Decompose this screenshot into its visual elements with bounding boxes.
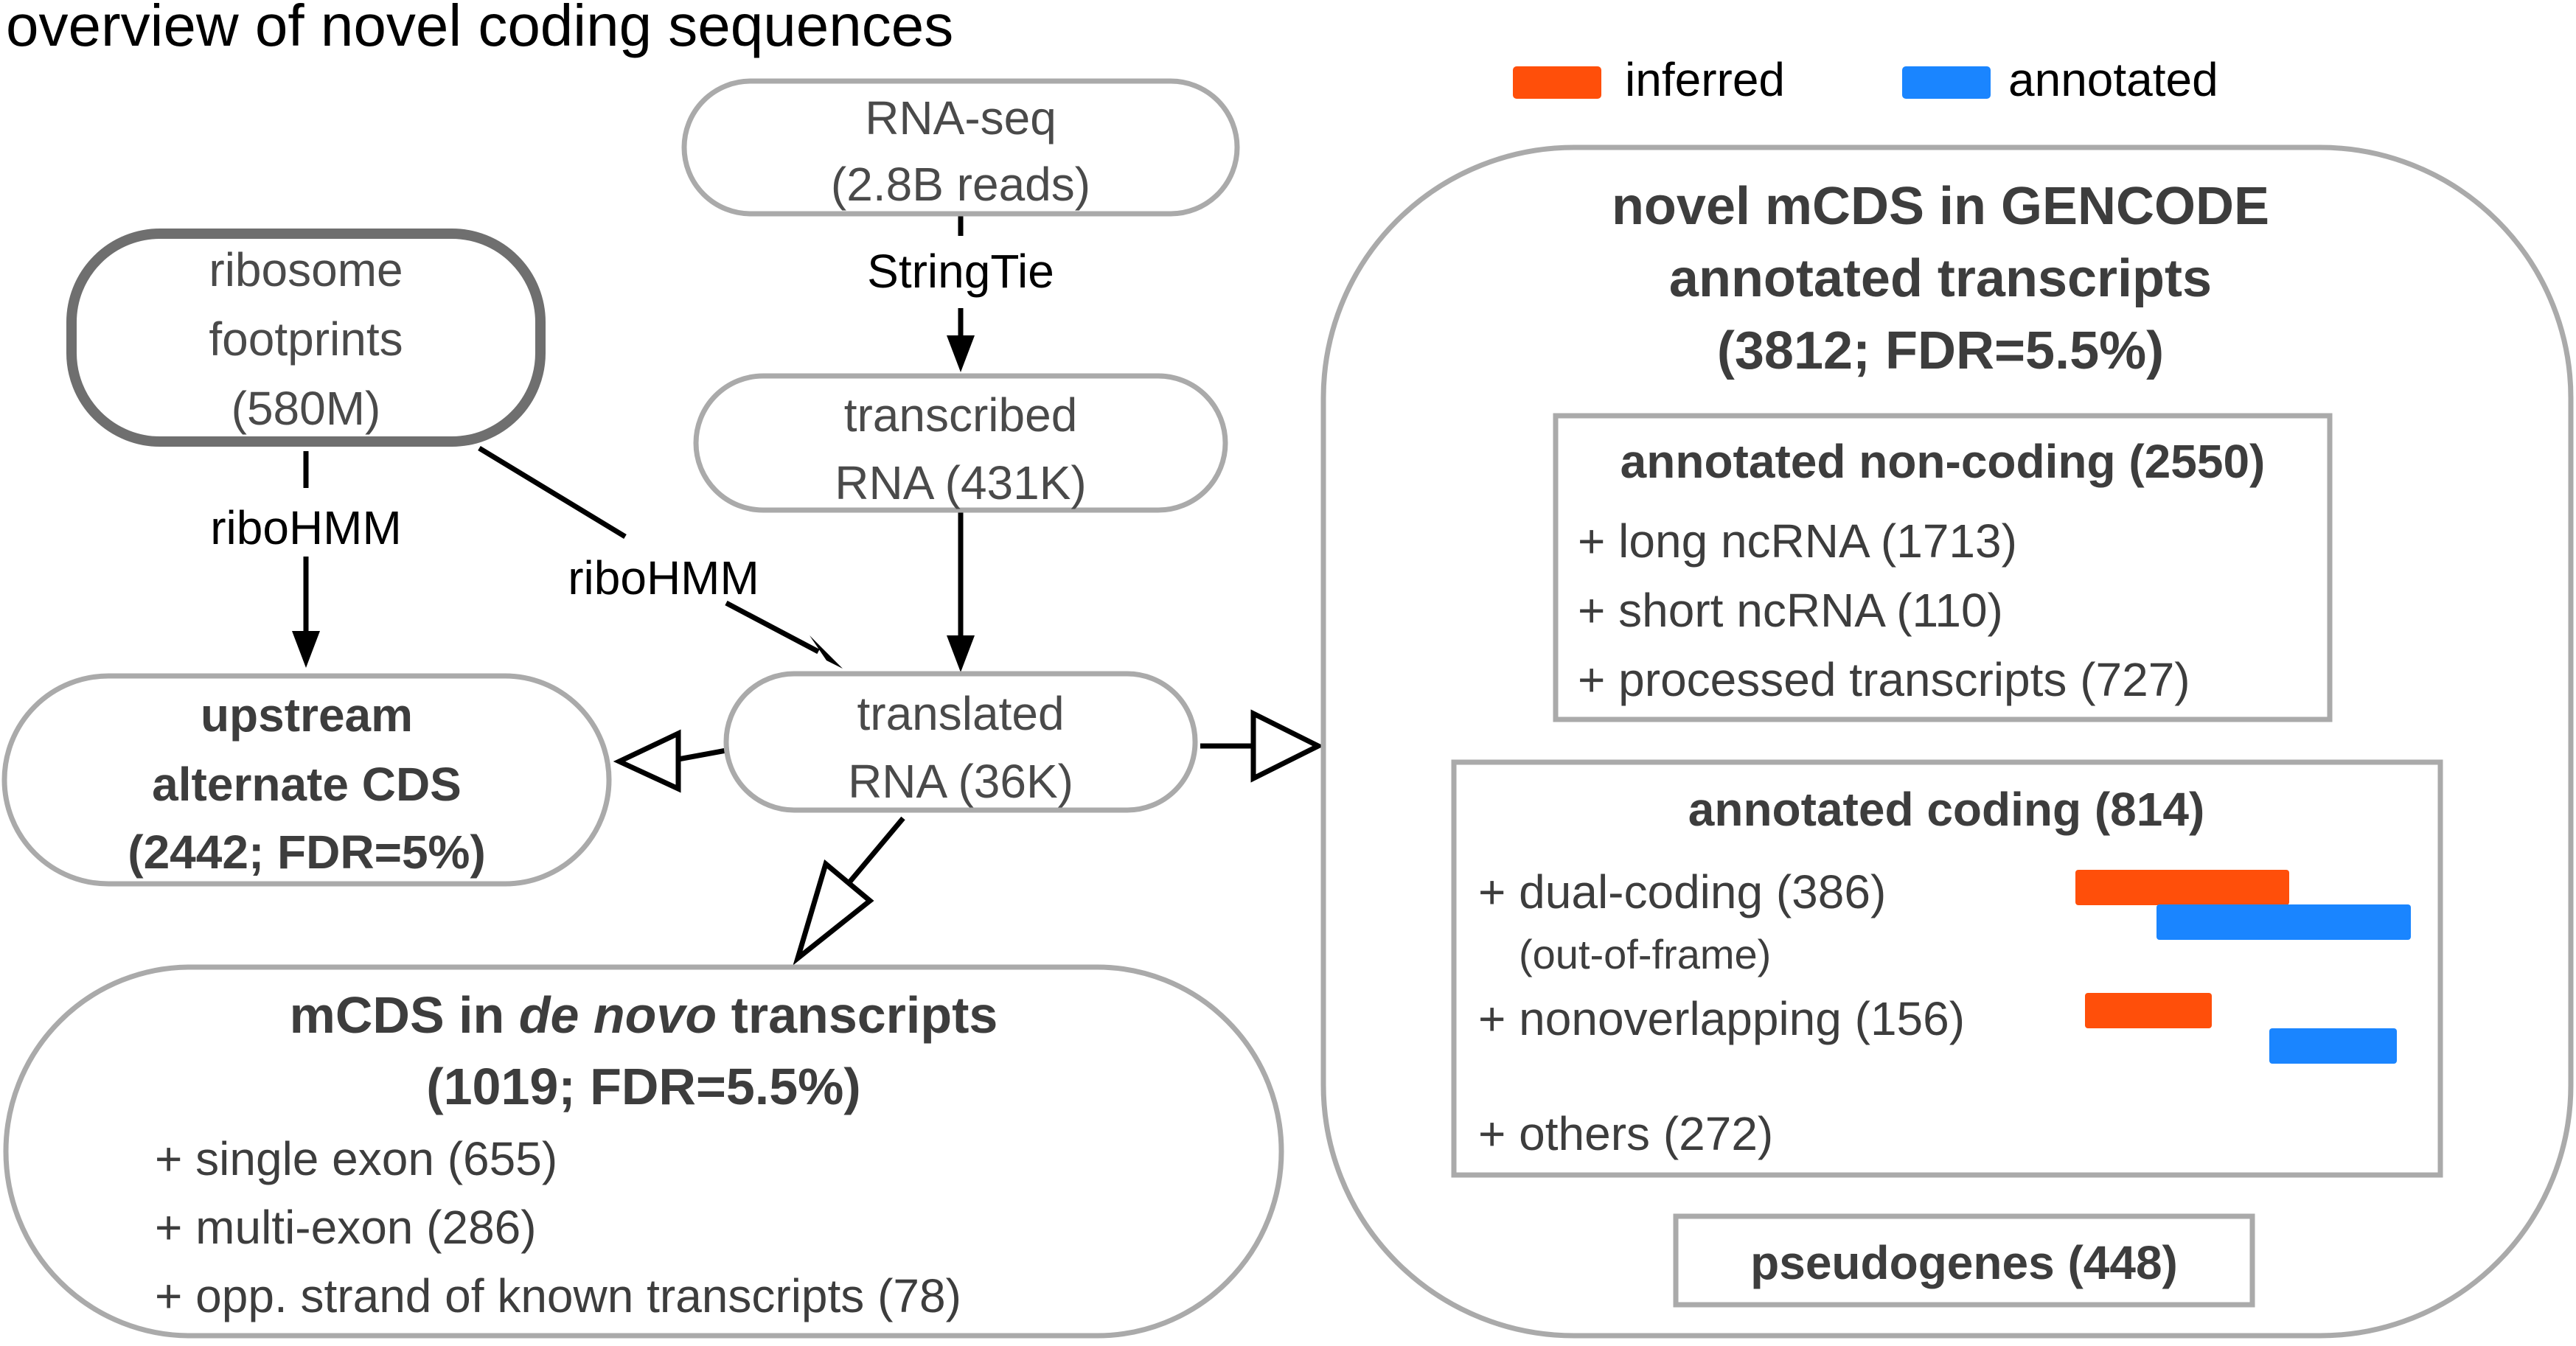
node-rna-seq-line1: RNA-seq [865, 91, 1056, 144]
box-pseudogenes: pseudogenes (448) [1673, 1213, 2255, 1308]
edge-label-stringtie: StringTie [867, 245, 1054, 298]
dual-coding-annotated-bar [2156, 904, 2411, 940]
legend-label-annotated: annotated [2008, 53, 2218, 106]
nonoverlapping-inferred-bar [2085, 993, 2212, 1028]
node-transcribed-line1: transcribed [844, 388, 1078, 442]
node-gencode-line3: (3812; FDR=5.5%) [1717, 321, 2164, 380]
box-noncoding-title: annotated non-coding (2550) [1621, 435, 2266, 488]
edge-translated-denovo [847, 816, 905, 885]
node-transcribed-line2: RNA (431K) [835, 456, 1086, 509]
box-annotated-coding: annotated coding (814) + dual-coding (38… [1451, 759, 2443, 1178]
arrowhead-icon [810, 635, 843, 669]
list-item: + nonoverlapping (156) [1478, 992, 1965, 1045]
dual-coding-inferred-bar [2075, 870, 2289, 905]
node-transcribed-rna: transcribed RNA (431K) [693, 373, 1228, 513]
legend-swatch-annotated [1902, 66, 1991, 99]
box-annotated-noncoding: annotated non-coding (2550) + long ncRNA… [1553, 413, 2333, 722]
box-coding-title: annotated coding (814) [1688, 783, 2205, 836]
node-de-novo: mCDS in de novo transcripts (1019; FDR=5… [3, 964, 1284, 1339]
node-translated-rna: translated RNA (36K) [723, 671, 1198, 813]
arrowhead-icon [947, 335, 975, 372]
node-rna-seq-line2: (2.8B reads) [831, 158, 1090, 211]
box-pseudogenes-label: pseudogenes (448) [1750, 1236, 2178, 1289]
edge-label-ribohmm-left: riboHMM [210, 501, 402, 554]
nonoverlapping-annotated-bar [2269, 1028, 2397, 1064]
edge-translated-upstream [678, 747, 727, 762]
node-upstream-line1: upstream [201, 688, 413, 742]
node-de-novo-title-italic: de novo [519, 986, 717, 1044]
arrowhead-icon [947, 635, 975, 672]
edge-label-ribohmm-mid: riboHMM [568, 551, 759, 604]
hollow-arrow-icon [793, 859, 874, 966]
edges: StringTie riboHMM riboHMM [210, 214, 1324, 966]
hollow-arrow-icon [613, 729, 681, 793]
list-item: + long ncRNA (1713) [1578, 515, 2017, 568]
node-gencode: novel mCDS in GENCODE annotated transcri… [1320, 144, 2574, 1339]
node-translated-line1: translated [857, 687, 1064, 740]
node-gencode-line1: novel mCDS in GENCODE [1612, 177, 2269, 236]
page-title: overview of novel coding sequences [6, 0, 953, 58]
node-de-novo-title-suffix: transcripts [717, 986, 998, 1044]
list-item: + multi-exon (286) [155, 1201, 537, 1254]
node-gencode-line2: annotated transcripts [1669, 249, 2212, 308]
node-translated-line2: RNA (36K) [848, 755, 1073, 808]
legend: inferred annotated [1513, 53, 2218, 106]
node-ribosome-footprints: ribosome footprints (580M) [66, 229, 546, 447]
arrowhead-icon [292, 631, 320, 668]
legend-label-inferred: inferred [1625, 53, 1785, 106]
node-footprints-line1: ribosome [209, 243, 403, 296]
list-item: + dual-coding (386) [1478, 865, 1886, 918]
node-de-novo-title: mCDS in de novo transcripts [290, 986, 998, 1044]
list-item: + others (272) [1478, 1107, 1773, 1160]
list-item: + single exon (655) [155, 1132, 557, 1185]
node-upstream-line3: (2442; FDR=5%) [128, 826, 486, 879]
hollow-arrow-icon [1250, 709, 1324, 783]
node-de-novo-subtitle: (1019; FDR=5.5%) [426, 1058, 860, 1115]
edge-footprints-diagonal [478, 446, 627, 539]
node-footprints-line3: (580M) [232, 382, 381, 435]
node-footprints-line2: footprints [209, 313, 403, 366]
list-item-note: (out-of-frame) [1519, 931, 1771, 977]
list-item: + processed transcripts (727) [1578, 653, 2190, 706]
list-item: + short ncRNA (110) [1578, 584, 2003, 637]
node-rna-seq: RNA-seq (2.8B reads) [681, 78, 1240, 217]
node-de-novo-title-prefix: mCDS in [290, 986, 519, 1044]
list-item: + opp. strand of known transcripts (78) [155, 1269, 961, 1322]
node-upstream-line2: alternate CDS [152, 758, 462, 811]
edge-diagonal-translated [725, 600, 820, 655]
node-upstream-cds: upstream alternate CDS (2442; FDR=5%) [1, 673, 612, 887]
legend-swatch-inferred [1513, 66, 1601, 99]
